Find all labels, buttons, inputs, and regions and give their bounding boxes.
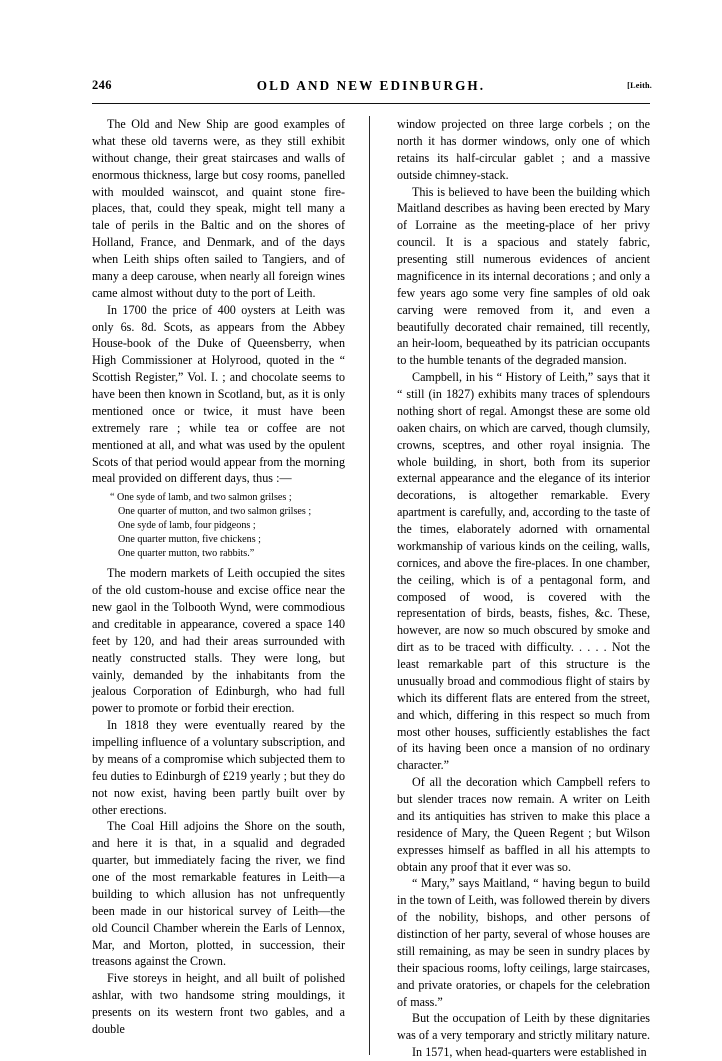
quotation-line: One syde of lamb, four pidgeons ; xyxy=(118,520,256,532)
right-column: window projected on three large corbels … xyxy=(397,116,650,1061)
block-quotation: “ One syde of lamb, and two salmon grils… xyxy=(92,491,345,561)
paragraph: The Coal Hill adjoins the Shore on the s… xyxy=(92,819,345,969)
book-page: 246 OLD AND NEW EDINBURGH. [Leith. The O… xyxy=(92,78,652,1059)
left-column: The Old and New Ship are good examples o… xyxy=(92,116,345,1038)
body-columns: The Old and New Ship are good examples o… xyxy=(92,116,650,1061)
paragraph: The Old and New Ship are good examples o… xyxy=(92,117,345,300)
section-signature-mark: [Leith. xyxy=(627,81,652,90)
paragraph: In 1700 the price of 400 oysters at Leit… xyxy=(92,302,345,486)
page-folio-number: 246 xyxy=(92,78,112,92)
paragraph: Campbell, in his “ History of Leith,” sa… xyxy=(397,370,650,773)
paragraph: In 1818 they were eventually reared by t… xyxy=(92,718,345,817)
paragraph: “ Mary,” says Maitland, “ having begun t… xyxy=(397,876,650,1009)
column-divider-rule xyxy=(345,116,397,1061)
running-title: OLD AND NEW EDINBURGH. xyxy=(256,78,486,93)
paragraph: But the occupation of Leith by these dig… xyxy=(397,1011,651,1043)
paragraph: Five storeys in height, and all built of… xyxy=(92,971,345,1036)
running-head: 246 OLD AND NEW EDINBURGH. [Leith. xyxy=(92,78,652,100)
paragraph: window projected on three large corbels … xyxy=(397,117,650,182)
quotation-line: One quarter of mutton, and two salmon gr… xyxy=(118,506,312,518)
quotation-line: One quarter mutton, five chickens ; xyxy=(118,534,261,546)
header-rule xyxy=(92,103,650,104)
paragraph: This is believed to have been the buildi… xyxy=(397,184,650,368)
paragraph: In 1571, when head-quarters were establi… xyxy=(412,1045,647,1060)
quotation-line: “ One syde of lamb, and two salmon grils… xyxy=(110,492,292,504)
quotation-line: One quarter mutton, two rabbits.” xyxy=(118,548,255,560)
paragraph: Of all the decoration which Campbell ref… xyxy=(397,775,650,874)
paragraph: The modern markets of Leith occupied the… xyxy=(92,566,345,716)
